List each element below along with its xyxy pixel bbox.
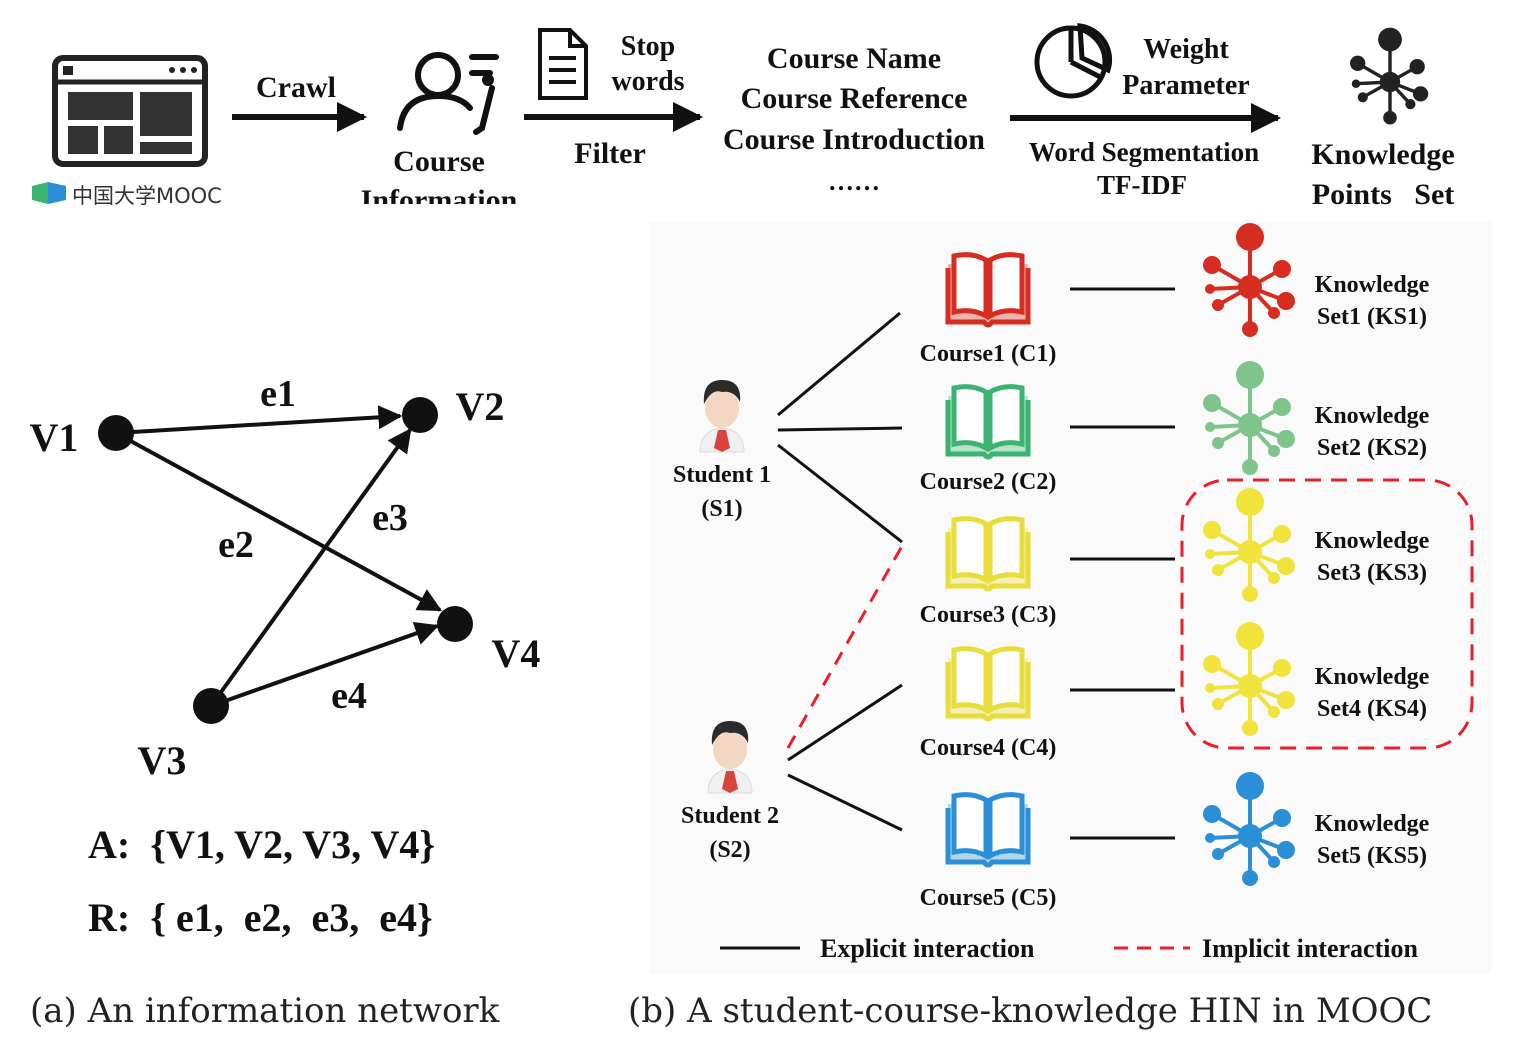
edge-e1 <box>115 405 403 435</box>
course-4-book-icon <box>948 649 1028 719</box>
edge-e4 <box>210 621 440 708</box>
browser-window-icon <box>52 55 208 167</box>
weight-line1: Weight <box>1143 34 1229 65</box>
edge-label-e3: e3 <box>372 497 408 539</box>
knowledge-set-4-line1: Knowledge <box>1315 664 1430 690</box>
knowledge-set-2-line1: Knowledge <box>1315 403 1430 429</box>
set-r: R: { e1, e2, e3, e4} <box>88 895 433 940</box>
field-course-introduction: Course Introduction <box>723 123 985 156</box>
document-icon <box>538 28 588 100</box>
course-2-book-icon <box>948 387 1028 457</box>
legend-implicit-label: Implicit interaction <box>1202 934 1418 963</box>
knowledge-set-5-line2: Set5 (KS5) <box>1317 843 1427 869</box>
knowledge-points-line2: Points Set <box>1312 178 1455 211</box>
hin-background <box>650 222 1492 974</box>
word-segmentation-label: Word Segmentation <box>1029 137 1259 167</box>
course-4-label: Course4 (C4) <box>920 735 1057 761</box>
information-network: V1 V2 V3 V4 e1 e2 e3 e4 A: {V1, V2, V3, … <box>30 373 541 940</box>
edge-label-e1: e1 <box>260 373 296 415</box>
student-2-label: Student 2 <box>681 803 779 829</box>
knowledge-set-2-line2: Set2 (KS2) <box>1317 435 1427 461</box>
node-v4 <box>437 606 473 642</box>
knowledge-set-1-line2: Set1 (KS1) <box>1317 304 1427 330</box>
edge-e3 <box>209 428 412 708</box>
knowledge-set-3-line1: Knowledge <box>1315 528 1430 554</box>
edge-label-e4: e4 <box>331 675 367 717</box>
node-v3 <box>193 688 229 724</box>
course-3-label: Course3 (C3) <box>920 602 1057 628</box>
edge-s1-c2 <box>777 426 903 432</box>
edge-s1-c3 <box>777 443 903 544</box>
node-label-v1: V1 <box>30 415 79 460</box>
legend: Explicit interaction Implicit interactio… <box>720 934 1418 963</box>
course-1-label: Course1 (C1) <box>920 341 1057 367</box>
course-5-book-icon <box>948 795 1028 865</box>
set-a: A: {V1, V2, V3, V4} <box>88 822 435 867</box>
node-label-v3: V3 <box>138 738 187 783</box>
node-label-v4: V4 <box>492 631 541 676</box>
tfidf-label: TF-IDF <box>1097 170 1187 200</box>
edge-s2-c5 <box>787 773 903 832</box>
stop-words-line2: words <box>611 66 684 97</box>
student-2-code: (S2) <box>709 837 750 863</box>
weight-line2: Parameter <box>1122 70 1249 101</box>
field-course-name: Course Name <box>767 42 941 75</box>
node-v1 <box>98 415 134 451</box>
mooc-logo: 中国大学MOOC <box>32 182 222 208</box>
pipeline: 中国大学MOOC Crawl Course Information Stop w… <box>32 23 1455 224</box>
student-1-code: (S1) <box>701 496 742 522</box>
knowledge-set-1-line1: Knowledge <box>1315 272 1430 298</box>
edge-s2-c4 <box>787 683 903 762</box>
stop-words-line1: Stop <box>621 31 675 62</box>
pie-chart-icon <box>1034 23 1113 99</box>
mooc-logo-text: 中国大学MOOC <box>72 184 222 208</box>
node-v2 <box>402 397 438 433</box>
knowledge-graph-icon <box>1348 25 1430 127</box>
knowledge-set-3-line2: Set3 (KS3) <box>1317 560 1427 586</box>
course-2-label: Course2 (C2) <box>920 469 1057 495</box>
edge-e2 <box>115 431 443 612</box>
student-2-avatar <box>707 720 753 794</box>
hin-diagram: Student 1 (S1) Student 2 (S2) Course1 (C… <box>650 221 1492 974</box>
course-information-line1: Course <box>393 145 485 178</box>
legend-explicit-label: Explicit interaction <box>820 934 1035 963</box>
knowledge-set-5-line1: Knowledge <box>1315 811 1430 837</box>
knowledge-points-line1: Knowledge <box>1311 138 1454 171</box>
crawl-label: Crawl <box>256 71 336 104</box>
student-1-avatar <box>699 379 745 453</box>
user-info-icon <box>397 52 499 135</box>
course-1-book-icon <box>948 255 1028 325</box>
course-5-label: Course5 (C5) <box>920 885 1057 911</box>
caption-b: (b) A student-course-knowledge HIN in MO… <box>628 991 1432 1031</box>
caption-a: (a) An information network <box>30 991 500 1031</box>
edge-s1-c1 <box>777 311 901 417</box>
node-label-v2: V2 <box>456 384 505 429</box>
field-course-reference: Course Reference <box>741 82 968 115</box>
filter-label: Filter <box>574 137 646 170</box>
edge-label-e2: e2 <box>218 524 254 566</box>
knowledge-set-4-line2: Set4 (KS4) <box>1317 696 1427 722</box>
field-ellipsis: …… <box>828 167 880 196</box>
edge-s2-c3-implicit <box>786 545 904 749</box>
student-1-label: Student 1 <box>673 462 771 488</box>
course-3-book-icon <box>948 519 1028 589</box>
